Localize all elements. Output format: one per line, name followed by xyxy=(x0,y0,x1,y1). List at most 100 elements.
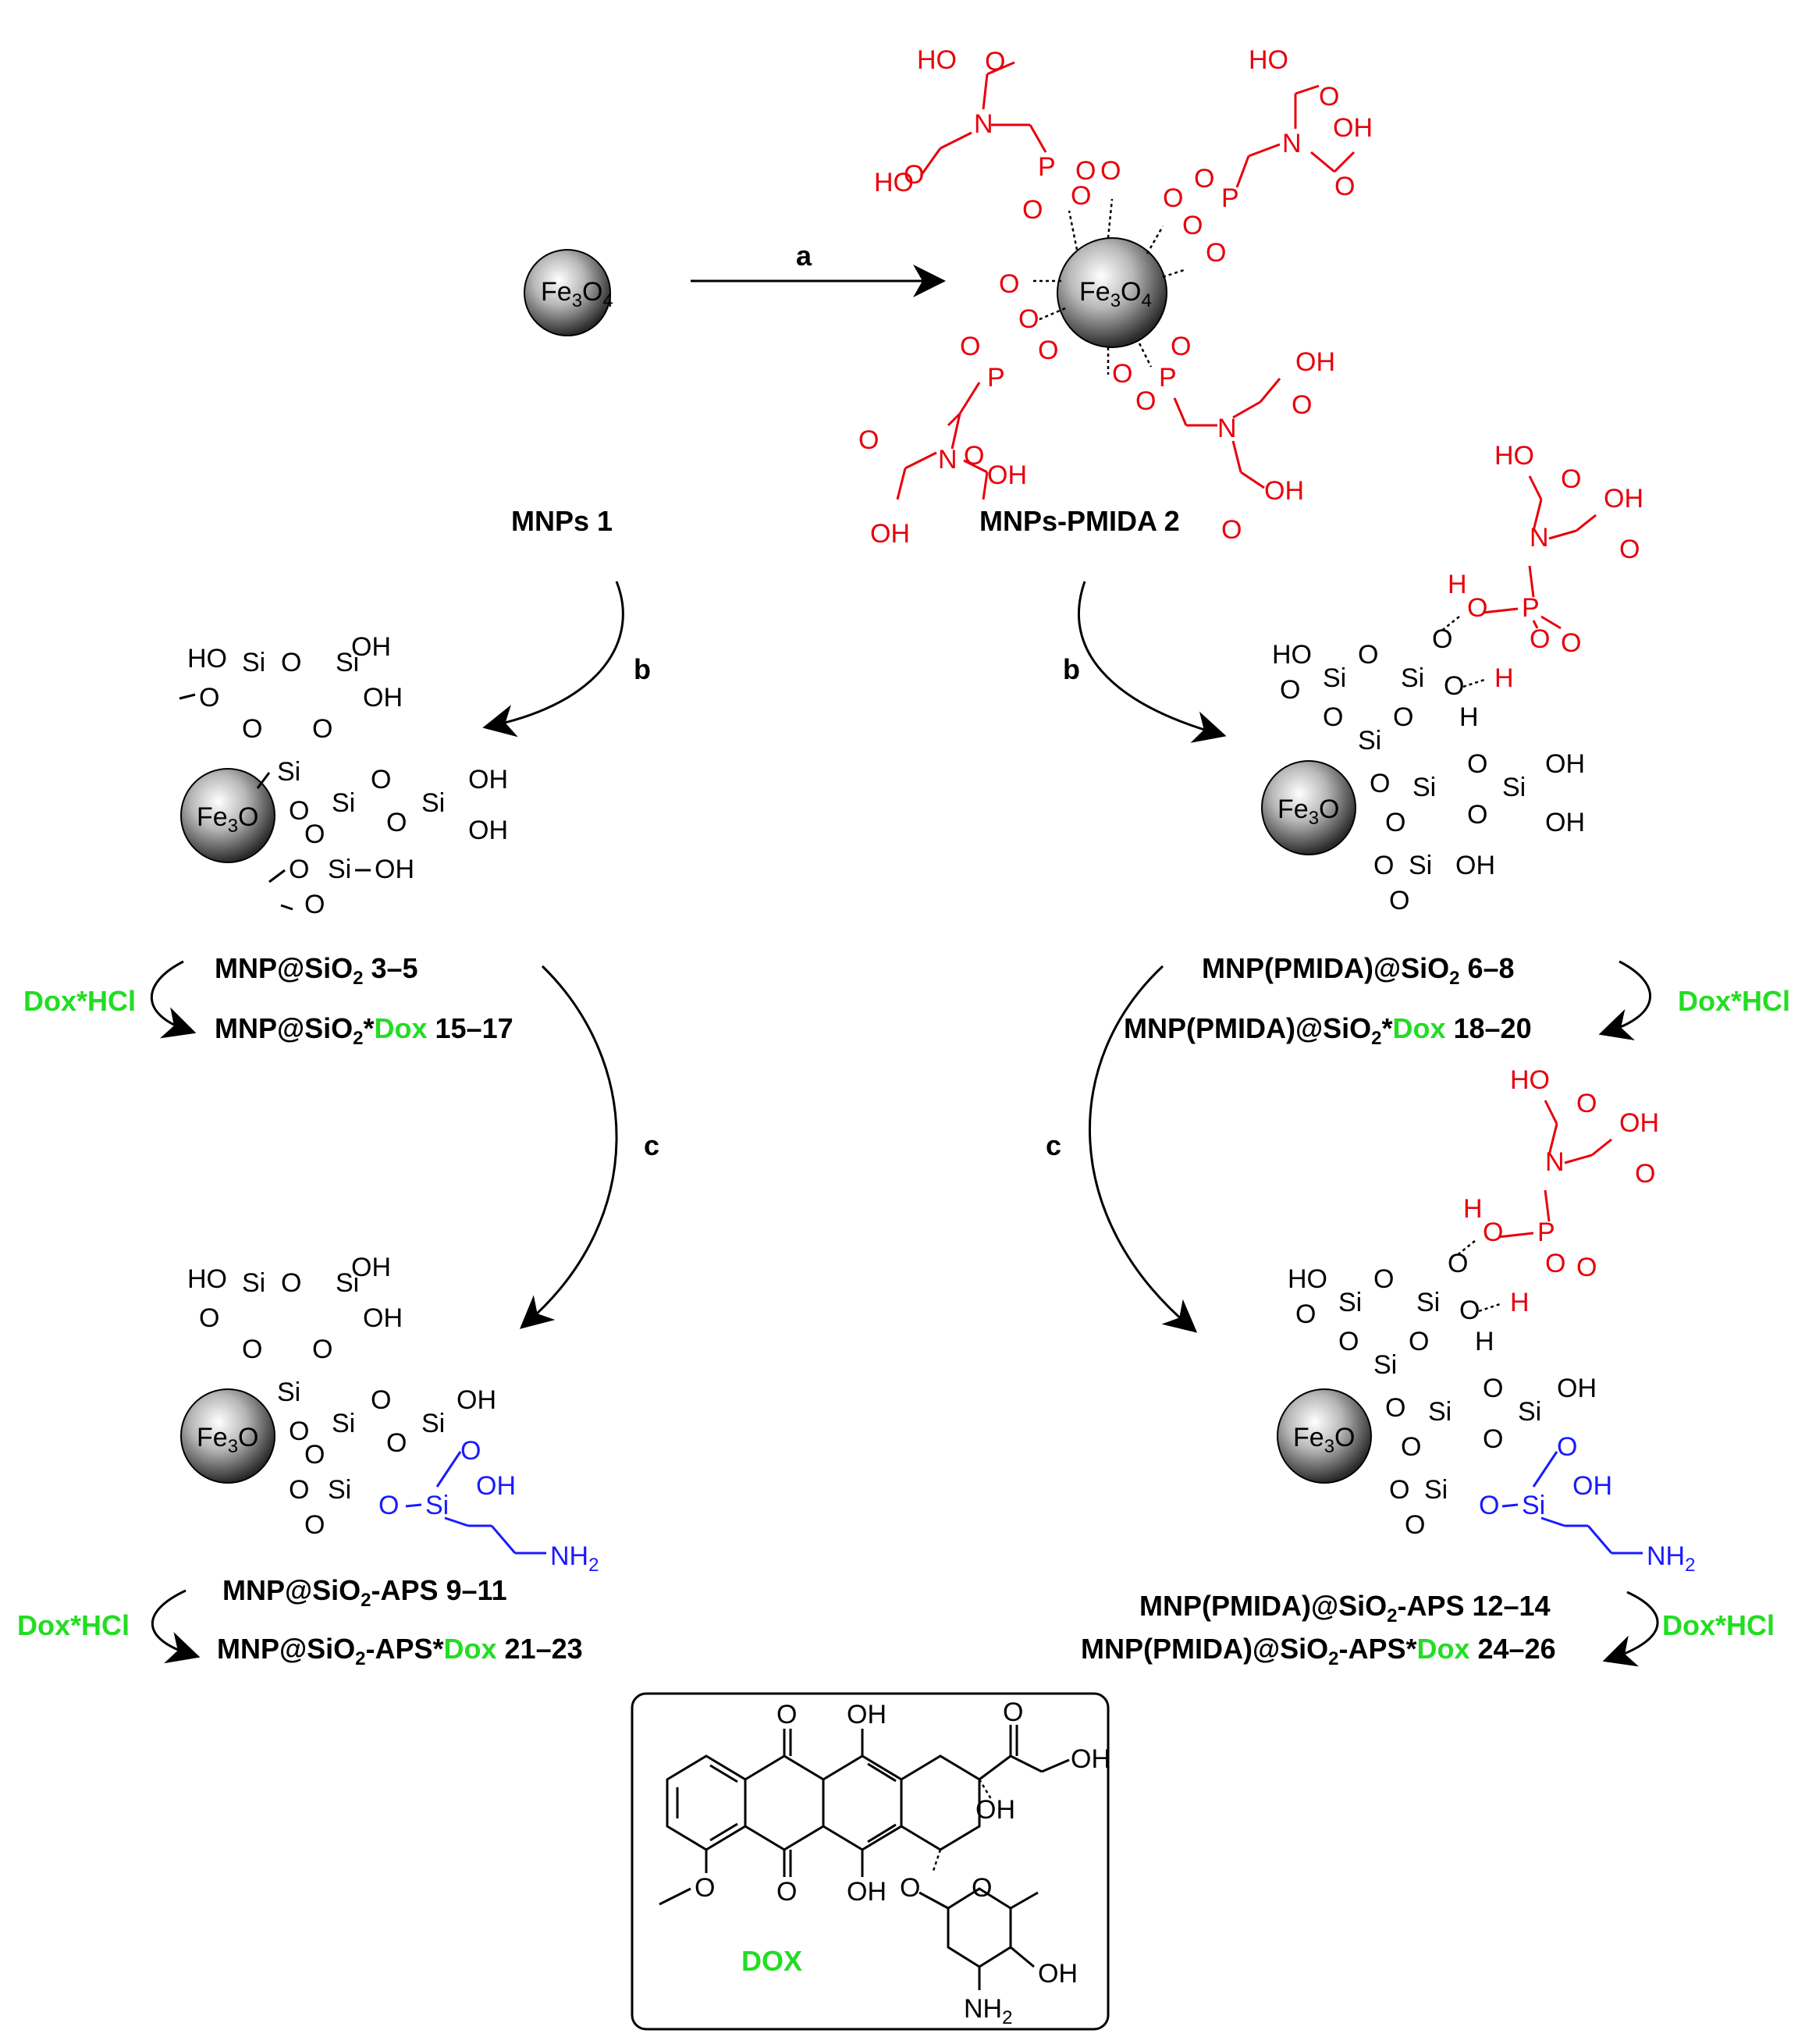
svg-text:O: O xyxy=(1071,181,1091,211)
svg-text:OH: OH xyxy=(847,1877,887,1907)
svg-text:H: H xyxy=(1459,702,1479,732)
svg-text:OH: OH xyxy=(1295,347,1335,377)
svg-text:Si: Si xyxy=(277,1377,300,1407)
svg-text:O: O xyxy=(1003,1697,1023,1727)
svg-text:Si: Si xyxy=(1416,1288,1440,1317)
svg-text:O: O xyxy=(1483,1374,1503,1403)
svg-text:O: O xyxy=(1323,702,1343,732)
svg-text:H: H xyxy=(1463,1194,1483,1224)
arrow-dox-loading-1 xyxy=(150,960,197,1039)
label-mnp-sio2-dox: MNP@SiO2*Dox 15–17 xyxy=(215,1012,513,1049)
svg-text:OH: OH xyxy=(1572,1471,1612,1501)
svg-text:O: O xyxy=(1635,1159,1655,1189)
svg-text:P: P xyxy=(1221,183,1239,213)
svg-text:Si: Si xyxy=(242,648,265,677)
label-mnp-sio2-aps-dox: MNP@SiO2-APS*Dox 21–23 xyxy=(217,1633,583,1669)
svg-text:O: O xyxy=(1459,1296,1480,1325)
svg-text:O: O xyxy=(1038,336,1058,365)
svg-text:Si: Si xyxy=(332,788,355,818)
svg-text:Si: Si xyxy=(336,1268,359,1298)
svg-text:HO: HO xyxy=(1272,640,1312,670)
svg-text:H: H xyxy=(1494,663,1514,693)
svg-text:O: O xyxy=(1135,386,1156,416)
svg-text:O: O xyxy=(1432,624,1452,654)
label-mnp-pmida-sio2-aps-dox: MNP(PMIDA)@SiO2-APS*Dox 24–26 xyxy=(1081,1633,1556,1669)
svg-text:OH: OH xyxy=(468,765,508,794)
svg-text:NH2: NH2 xyxy=(1647,1541,1695,1576)
svg-text:Si: Si xyxy=(1522,1491,1545,1520)
fe3o4-label-2: Fe3O4 xyxy=(1079,277,1152,311)
svg-text:O: O xyxy=(1444,671,1464,701)
svg-text:HO: HO xyxy=(1510,1065,1550,1095)
label-mnp-pmida-sio2: MNP(PMIDA)@SiO2 6–8 xyxy=(1202,952,1515,989)
svg-text:HO: HO xyxy=(187,1264,227,1294)
svg-text:OH: OH xyxy=(351,632,391,662)
svg-text:O: O xyxy=(1194,164,1214,194)
step-b-right-label: b xyxy=(1063,653,1080,685)
svg-text:O: O xyxy=(858,425,879,455)
svg-text:O: O xyxy=(289,855,309,884)
svg-text:MNP@SiO2-APS 9–11: MNP@SiO2-APS 9–11 xyxy=(222,1574,507,1611)
svg-text:H: H xyxy=(1510,1288,1530,1317)
svg-text:O: O xyxy=(1479,1491,1499,1520)
svg-text:O: O xyxy=(964,441,984,471)
dox-structure-box: O O OH OH O OH OH O O O OH xyxy=(631,1692,1110,2031)
svg-text:P: P xyxy=(1038,152,1056,182)
svg-text:OH: OH xyxy=(1333,113,1373,143)
svg-text:O: O xyxy=(1182,211,1203,240)
svg-text:O: O xyxy=(371,1385,391,1415)
svg-text:O: O xyxy=(900,1873,920,1903)
step-c-left-label: c xyxy=(644,1129,659,1161)
svg-text:O: O xyxy=(1619,535,1640,564)
label-mnp-pmida-sio2-dox: MNP(PMIDA)@SiO2*Dox 18–20 xyxy=(1124,1012,1532,1049)
reagent-dox-hcl-1: Dox*HCl xyxy=(23,985,136,1017)
fe3o4-label-1: Fe3O4 xyxy=(541,277,613,311)
svg-text:Si: Si xyxy=(328,855,351,884)
mnp-pmida-sio2-structure: Fe3O Si Si HO O O O H O O O Si O Si O O … xyxy=(1261,441,1643,915)
step-b-left-label: b xyxy=(634,653,651,685)
svg-text:O: O xyxy=(1483,1218,1503,1247)
svg-text:Si: Si xyxy=(1323,663,1346,693)
fe3o4-core-1 xyxy=(524,249,611,336)
svg-text:OH: OH xyxy=(1619,1108,1659,1138)
svg-text:Si: Si xyxy=(1338,1288,1362,1317)
svg-text:O: O xyxy=(1545,1249,1565,1278)
svg-text:O: O xyxy=(1295,1299,1316,1329)
svg-text:O: O xyxy=(242,1335,262,1364)
svg-text:O: O xyxy=(776,1700,797,1729)
fe3o4-core-2 xyxy=(1057,237,1167,348)
arrow-dox-loading-3 xyxy=(151,1589,201,1664)
svg-text:P: P xyxy=(1522,593,1540,623)
svg-text:HO: HO xyxy=(1494,441,1534,471)
svg-text:Si: Si xyxy=(1424,1475,1448,1505)
svg-text:O: O xyxy=(1319,82,1339,112)
svg-text:OH: OH xyxy=(870,519,910,549)
svg-text:OH: OH xyxy=(1038,1959,1078,1989)
svg-text:O: O xyxy=(1393,702,1413,732)
svg-text:Si: Si xyxy=(1428,1397,1452,1427)
svg-text:O: O xyxy=(199,1303,219,1333)
svg-text:H: H xyxy=(1448,570,1467,599)
svg-text:N: N xyxy=(1217,414,1237,443)
svg-text:Si: Si xyxy=(1502,773,1526,802)
svg-text:O: O xyxy=(386,1428,407,1458)
svg-text:P: P xyxy=(1159,363,1177,393)
svg-text:O: O xyxy=(1409,1327,1429,1356)
svg-text:O: O xyxy=(1373,851,1394,880)
svg-text:O: O xyxy=(242,714,262,744)
svg-text:O: O xyxy=(304,1440,325,1470)
svg-text:OH: OH xyxy=(1557,1374,1597,1403)
svg-text:O: O xyxy=(1467,593,1487,623)
label-mnp-sio2-aps: MNP@SiO2-APS 9–11 xyxy=(222,1574,507,1611)
svg-text:O: O xyxy=(281,648,301,677)
svg-text:MNP@SiO2-APS*Dox 21–23: MNP@SiO2-APS*Dox 21–23 xyxy=(217,1633,583,1669)
svg-text:OH: OH xyxy=(351,1253,391,1282)
svg-text:Si: Si xyxy=(277,757,300,787)
svg-text:N: N xyxy=(974,109,993,139)
label-mnp-sio2: MNP@SiO2 3–5 xyxy=(215,952,418,989)
arrow-dox-loading-4 xyxy=(1602,1591,1659,1667)
svg-text:O: O xyxy=(371,765,391,794)
dox-label: DOX xyxy=(741,1945,802,1977)
svg-text:N: N xyxy=(938,445,958,475)
svg-text:O: O xyxy=(386,808,407,837)
